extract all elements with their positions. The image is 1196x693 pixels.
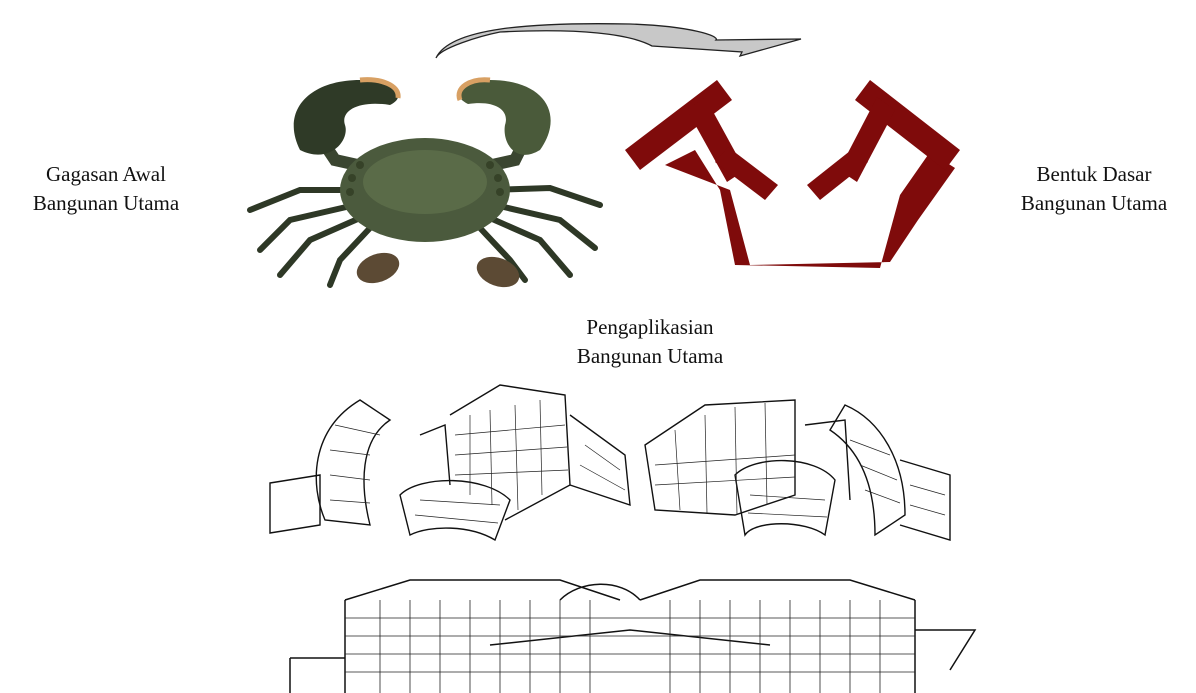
crab-photo [240, 70, 610, 295]
building-axonometric-right [645, 385, 955, 555]
building-axonometric-left [270, 375, 645, 545]
basic-form-label: Bentuk Dasar Bangunan Utama [994, 160, 1194, 218]
application-label-line1: Pengaplikasian [530, 313, 770, 342]
initial-idea-label-line2: Bangunan Utama [6, 189, 206, 218]
basic-form-label-line1: Bentuk Dasar [994, 160, 1194, 189]
basic-form-shape [625, 70, 960, 270]
application-label-line2: Bangunan Utama [530, 342, 770, 371]
initial-idea-label: Gagasan Awal Bangunan Utama [6, 160, 206, 218]
building-section-drawing [290, 570, 975, 693]
initial-idea-label-line1: Gagasan Awal [6, 160, 206, 189]
basic-form-label-line2: Bangunan Utama [994, 189, 1194, 218]
transformation-arrow-icon [430, 18, 810, 60]
application-label: Pengaplikasian Bangunan Utama [530, 313, 770, 371]
